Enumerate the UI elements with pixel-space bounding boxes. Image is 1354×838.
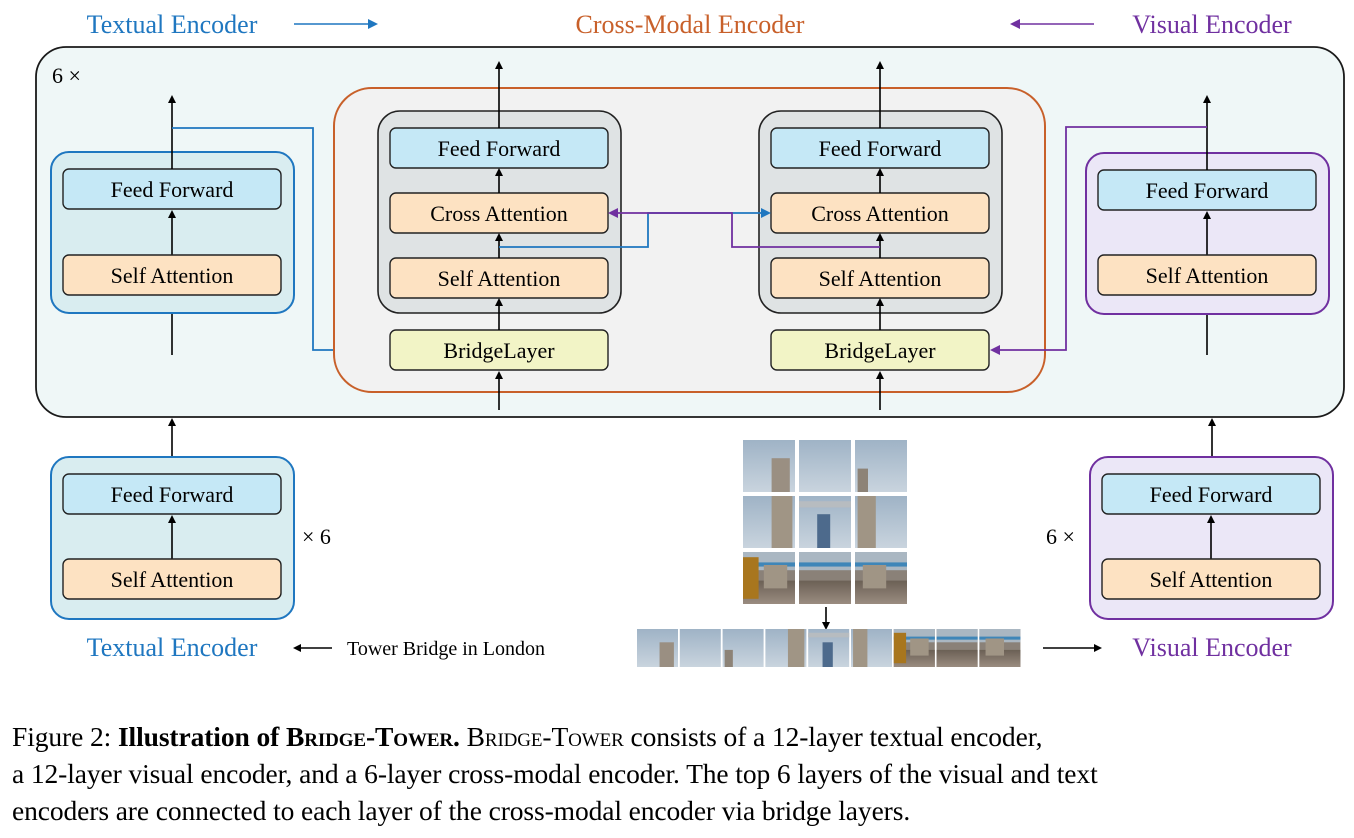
architecture-diagram: Textual Encoder Cross-Modal Encoder Visu… <box>35 10 1345 667</box>
image-patch <box>679 629 721 667</box>
bottom-visual-repeat: 6 × <box>1046 524 1075 549</box>
feed-forward-box <box>62 473 282 515</box>
image-patch <box>979 629 1021 667</box>
figure-caption: Figure 2: Illustration of Bridge-Tower. … <box>12 718 1352 829</box>
cross-modal-encoder-label: Cross-Modal Encoder <box>576 10 805 39</box>
self-attention-box <box>1101 558 1321 600</box>
feed-forward-label: Feed Forward <box>819 136 942 161</box>
feed-forward-label: Feed Forward <box>438 136 561 161</box>
cross-attention-label: Cross Attention <box>811 201 949 226</box>
image-patch <box>743 496 795 548</box>
self-attention-label: Self Attention <box>1150 567 1273 592</box>
image-patch <box>637 629 678 667</box>
bottom-visual-encoder-label: Visual Encoder <box>1132 633 1292 662</box>
caption-prefix: Figure 2: <box>12 721 118 752</box>
image-patch <box>893 629 935 667</box>
image-patch <box>743 440 795 492</box>
image-patch <box>936 629 978 667</box>
outer-repeat-label: 6 × <box>52 63 81 88</box>
image-patch <box>799 440 851 492</box>
caption-line3: encoders are connected to each layer of … <box>12 795 911 826</box>
self-attention-label: Self Attention <box>438 266 561 291</box>
image-patch <box>851 629 892 667</box>
image-patch-grid <box>743 440 907 604</box>
image-patch <box>799 552 851 604</box>
bottom-textual-repeat: × 6 <box>302 524 331 549</box>
bridge-layer-label: BridgeLayer <box>443 338 555 363</box>
self-attention-label: Self Attention <box>819 266 942 291</box>
image-patch <box>743 552 795 604</box>
image-patch <box>855 552 907 604</box>
image-patch <box>855 440 907 492</box>
image-patch <box>765 629 807 667</box>
image-patch <box>799 496 851 548</box>
cross-attention-label: Cross Attention <box>430 201 568 226</box>
caption-model-name: Bridge-Tower <box>466 721 624 752</box>
caption-title-a: Illustration of <box>117 721 286 752</box>
bridge-layer-label: BridgeLayer <box>824 338 936 363</box>
top-visual-encoder-label: Visual Encoder <box>1132 10 1292 39</box>
feed-forward-label: Feed Forward <box>111 177 234 202</box>
bottom-textual-encoder-label: Textual Encoder <box>87 633 258 662</box>
feed-forward-label: Feed Forward <box>111 482 234 507</box>
caption-line1: consists of a 12-layer textual encoder, <box>623 721 1043 752</box>
image-patch <box>808 629 850 667</box>
top-textual-encoder-label: Textual Encoder <box>87 10 258 39</box>
caption-title-b: Bridge-Tower. <box>285 721 460 752</box>
self-attention-label: Self Attention <box>111 567 234 592</box>
self-attention-label: Self Attention <box>111 263 234 288</box>
self-attention-label: Self Attention <box>1146 263 1269 288</box>
self-attention-box <box>62 254 282 296</box>
feed-forward-box <box>1101 473 1321 515</box>
image-patch-sequence <box>637 629 1021 667</box>
image-patch <box>722 629 764 667</box>
self-attention-box <box>1097 254 1317 296</box>
input-text: Tower Bridge in London <box>347 638 545 660</box>
caption-line2: a 12-layer visual encoder, and a 6-layer… <box>12 758 1098 789</box>
feed-forward-label: Feed Forward <box>1150 482 1273 507</box>
feed-forward-label: Feed Forward <box>1146 178 1269 203</box>
visual-to-bridge-link <box>990 126 1207 355</box>
visual-to-textual-cross-link <box>608 208 880 248</box>
image-patch <box>855 496 907 548</box>
self-attention-box <box>62 558 282 600</box>
